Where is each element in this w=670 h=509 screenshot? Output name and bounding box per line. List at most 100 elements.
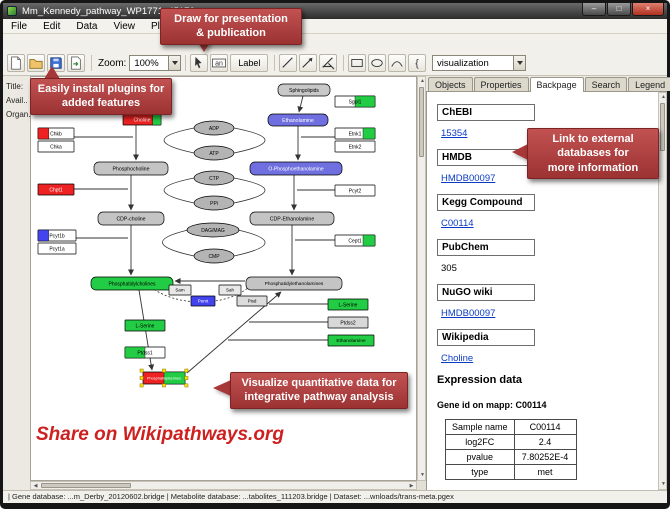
tab-properties[interactable]: Properties <box>473 77 529 91</box>
brace-tool-icon[interactable]: { <box>408 54 427 72</box>
pathway-node-phosphatidylcholines[interactable]: Phosphatidylcholines <box>90 276 174 291</box>
dropdown-arrow-icon[interactable] <box>513 56 525 70</box>
pathway-node-phosphocholine[interactable]: Phosphocholine <box>93 161 169 176</box>
minimize-icon[interactable]: – <box>582 3 606 16</box>
export-icon[interactable] <box>67 54 85 72</box>
pathway-node-ethanolamine-right[interactable]: Ethanolamine <box>327 334 375 347</box>
pathway-node-pcyt2[interactable]: Pcyt2 <box>334 184 376 197</box>
pathway-node-ethanolamine-top[interactable]: Ethanolamine <box>267 113 329 127</box>
tbar-tool-icon[interactable] <box>319 54 338 72</box>
pathway-node-sam[interactable]: Sam <box>168 284 192 296</box>
pathway-node-atp[interactable]: ATP <box>193 145 235 161</box>
arc-tool-icon[interactable] <box>388 54 407 72</box>
chebi-link[interactable]: 15354 <box>441 128 468 139</box>
pathway-arc <box>162 229 195 257</box>
tab-legend[interactable]: Legend <box>628 77 670 91</box>
pathway-node-ppi[interactable]: PPi <box>193 195 235 211</box>
menu-file[interactable]: File <box>11 20 28 32</box>
scroll-up-icon[interactable]: ▲ <box>420 78 425 84</box>
dropdown-arrow-icon[interactable] <box>168 56 181 70</box>
selection-handle[interactable] <box>162 368 166 373</box>
selection-handle[interactable] <box>139 368 144 373</box>
open-folder-icon[interactable] <box>27 54 45 72</box>
selection-handle[interactable] <box>184 368 189 373</box>
pathway-node-cdp-choline[interactable]: CDP-choline <box>97 211 165 226</box>
select-tool-icon[interactable] <box>190 54 209 72</box>
scrollbar-thumb[interactable] <box>660 103 665 151</box>
selection-handle[interactable] <box>184 376 189 380</box>
pathway-node-cept1[interactable]: Cept1 <box>334 234 376 247</box>
pathway-node-ctp[interactable]: CTP <box>193 170 235 186</box>
pathway-node-pemt[interactable]: Pemt <box>190 295 216 307</box>
pathway-node-etnk1[interactable]: Etnk1 <box>334 127 376 140</box>
panel-scrollbar[interactable]: ▲ ▼ <box>658 92 667 490</box>
pathway-node-ptdss2[interactable]: Ptdss2 <box>327 316 369 329</box>
pathway-node-pcyt1b[interactable]: Pcyt1b <box>37 229 77 242</box>
menu-view[interactable]: View <box>113 20 135 32</box>
selection-handle[interactable] <box>139 383 144 388</box>
scroll-left-icon[interactable]: ◀ <box>33 483 38 489</box>
pathway-node-label: Choline <box>134 117 151 123</box>
scroll-down-icon[interactable]: ▼ <box>420 472 425 478</box>
zoom-combo[interactable]: 100% <box>129 55 182 71</box>
expression-data-title: Expression data <box>437 374 522 386</box>
tab-backpage[interactable]: Backpage <box>529 77 584 92</box>
wikipedia-link[interactable]: Choline <box>441 353 474 364</box>
pathway-node-o-phosphoethanolamine[interactable]: O-Phosphoethanolamine <box>249 161 343 176</box>
scroll-up-icon[interactable]: ▲ <box>661 94 666 100</box>
tab-search[interactable]: Search <box>584 77 628 91</box>
menu-data[interactable]: Data <box>76 20 98 32</box>
pathway-node-l-serine-right[interactable]: L-Serine <box>327 298 369 311</box>
pathway-node-cmp[interactable]: CMP <box>193 248 235 264</box>
share-wikipathways-text: Share on Wikipathways.org <box>36 424 284 445</box>
selection-handle[interactable] <box>162 383 166 388</box>
pathway-node-chkb[interactable]: Chkb <box>37 127 75 140</box>
hmdb-link[interactable]: HMDB00097 <box>441 173 496 184</box>
pathway-node-chka[interactable]: Chka <box>37 140 75 153</box>
pathway-node-etnk2[interactable]: Etnk2 <box>334 140 376 153</box>
pathway-node-adp[interactable]: ADP <box>193 120 235 136</box>
scroll-right-icon[interactable]: ▶ <box>409 483 414 489</box>
line-tool-icon[interactable] <box>279 54 298 72</box>
selection-handle[interactable] <box>184 383 189 388</box>
menu-edit[interactable]: Edit <box>43 20 61 32</box>
pathway-node-phosphatidylethanolamines[interactable]: Phosphatidylethanolamines <box>245 276 343 291</box>
pathway-node-pcyt1a[interactable]: Pcyt1a <box>37 242 77 255</box>
canvas-vertical-scrollbar[interactable]: ▲ ▼ <box>417 76 426 481</box>
pathway-node-ptdss1[interactable]: Ptdss1 <box>124 346 166 359</box>
arrow-tool-icon[interactable] <box>299 54 318 72</box>
scroll-down-icon[interactable]: ▼ <box>661 481 666 487</box>
new-file-icon[interactable] <box>7 54 25 72</box>
kegg-link[interactable]: C00114 <box>441 218 474 229</box>
nugo-link[interactable]: HMDB00097 <box>441 308 496 319</box>
canvas-horizontal-scrollbar[interactable]: ◀ ▶ <box>30 481 417 490</box>
scrollbar-thumb[interactable] <box>419 87 424 157</box>
selection-handle[interactable] <box>139 376 144 380</box>
pathway-node-sgpl1[interactable]: Sgpl1 <box>334 95 376 108</box>
pathway-node-pisd[interactable]: Pisd <box>236 295 268 307</box>
pathway-node-sphingolipids[interactable]: Sphingolipids <box>277 83 331 97</box>
maximize-icon[interactable]: □ <box>607 3 631 16</box>
label-tool[interactable]: Label <box>230 54 269 72</box>
pathway-node-chpt1[interactable]: Chpt1 <box>37 183 75 196</box>
tab-objects[interactable]: Objects <box>428 77 473 91</box>
svg-text:an: an <box>215 61 223 68</box>
scrollbar-thumb[interactable] <box>41 483 131 488</box>
pathway-node-cdp-ethanolamine[interactable]: CDP-Ethanolamine <box>249 211 335 226</box>
section-header: NuGO wiki <box>437 284 535 301</box>
pubchem-value: 305 <box>441 263 457 274</box>
pathway-edge[interactable] <box>297 95 304 113</box>
pathway-node-sah[interactable]: Sah <box>218 284 242 296</box>
pathway-node-label: Phosphatidylethanolamines <box>265 281 324 287</box>
ellipse-tool-icon[interactable] <box>368 54 387 72</box>
pathway-node-choline[interactable]: Choline <box>122 113 162 126</box>
pathway-node-phosphatidylserines[interactable]: Phosphatidylserines <box>139 368 189 388</box>
pathway-node-l-serine-left[interactable]: L-Serine <box>124 319 166 332</box>
datanode-tool-icon[interactable]: an <box>210 54 229 72</box>
rectangle-tool-icon[interactable] <box>348 54 367 72</box>
pathway-node-dag-mag[interactable]: DAG/MAG <box>186 222 240 238</box>
visualization-combo[interactable]: visualization <box>432 55 526 71</box>
close-icon[interactable]: × <box>632 3 664 16</box>
